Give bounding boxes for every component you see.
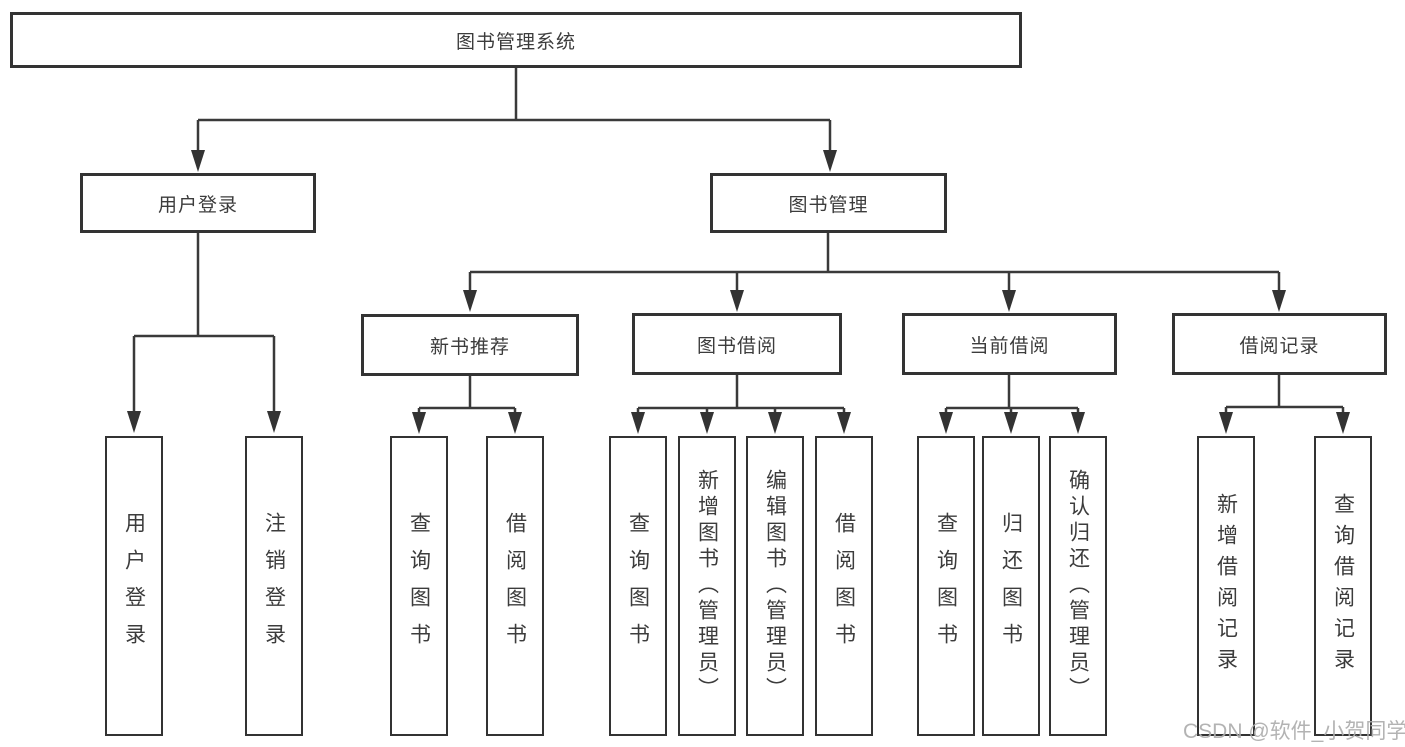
leaf-edit-book-admin: 编辑图书（管理员）	[746, 436, 804, 736]
leaf-label: 用户登录	[122, 512, 146, 660]
leaf-label: 查询图书	[934, 512, 958, 660]
node-book-management: 图书管理	[710, 173, 947, 233]
csdn-watermark: CSDN @软件_小贺同学	[1183, 720, 1405, 743]
leaf-query-books-current: 查询图书	[917, 436, 975, 736]
leaf-borrow-books-recommend: 借阅图书	[486, 436, 544, 736]
leaf-add-book-admin: 新增图书（管理员）	[678, 436, 736, 736]
node-current-borrow: 当前借阅	[902, 313, 1117, 375]
node-user-login: 用户登录	[80, 173, 316, 233]
leaf-label: 注销登录	[262, 512, 286, 660]
node-label: 图书管理	[788, 194, 869, 216]
leaf-label: 新增借阅记录	[1214, 493, 1238, 679]
node-label: 借阅记录	[1239, 335, 1320, 357]
leaf-user-login: 用户登录	[105, 436, 163, 736]
leaf-label: 借阅图书	[832, 512, 856, 660]
leaf-label: 查询图书	[626, 512, 650, 660]
node-label: 图书借阅	[696, 335, 777, 357]
leaf-add-borrow-record: 新增借阅记录	[1197, 436, 1255, 736]
leaf-label: 借阅图书	[503, 512, 527, 660]
leaf-return-book: 归还图书	[982, 436, 1040, 736]
leaf-confirm-return-admin: 确认归还（管理员）	[1049, 436, 1107, 736]
node-label: 图书管理系统	[455, 31, 576, 53]
node-library-management-system: 图书管理系统	[10, 12, 1022, 68]
leaf-query-books-recommend: 查询图书	[390, 436, 448, 736]
leaf-borrow-book: 借阅图书	[815, 436, 873, 736]
node-new-book-recommend: 新书推荐	[361, 314, 579, 376]
leaf-label: 查询借阅记录	[1331, 493, 1355, 679]
leaf-logout: 注销登录	[245, 436, 303, 736]
node-label: 新书推荐	[429, 336, 510, 358]
arrowheads	[127, 150, 1350, 434]
node-book-borrow: 图书借阅	[632, 313, 842, 375]
node-borrow-records: 借阅记录	[1172, 313, 1387, 375]
node-label: 当前借阅	[969, 335, 1050, 357]
leaf-label: 查询图书	[407, 512, 431, 660]
leaf-query-borrow-record: 查询借阅记录	[1314, 436, 1372, 736]
leaf-query-books-borrow: 查询图书	[609, 436, 667, 736]
leaf-label: 编辑图书（管理员）	[763, 469, 787, 703]
leaf-label: 确认归还（管理员）	[1066, 469, 1090, 703]
leaf-label: 新增图书（管理员）	[695, 469, 719, 703]
leaf-label: 归还图书	[999, 512, 1023, 660]
node-label: 用户登录	[157, 194, 238, 216]
